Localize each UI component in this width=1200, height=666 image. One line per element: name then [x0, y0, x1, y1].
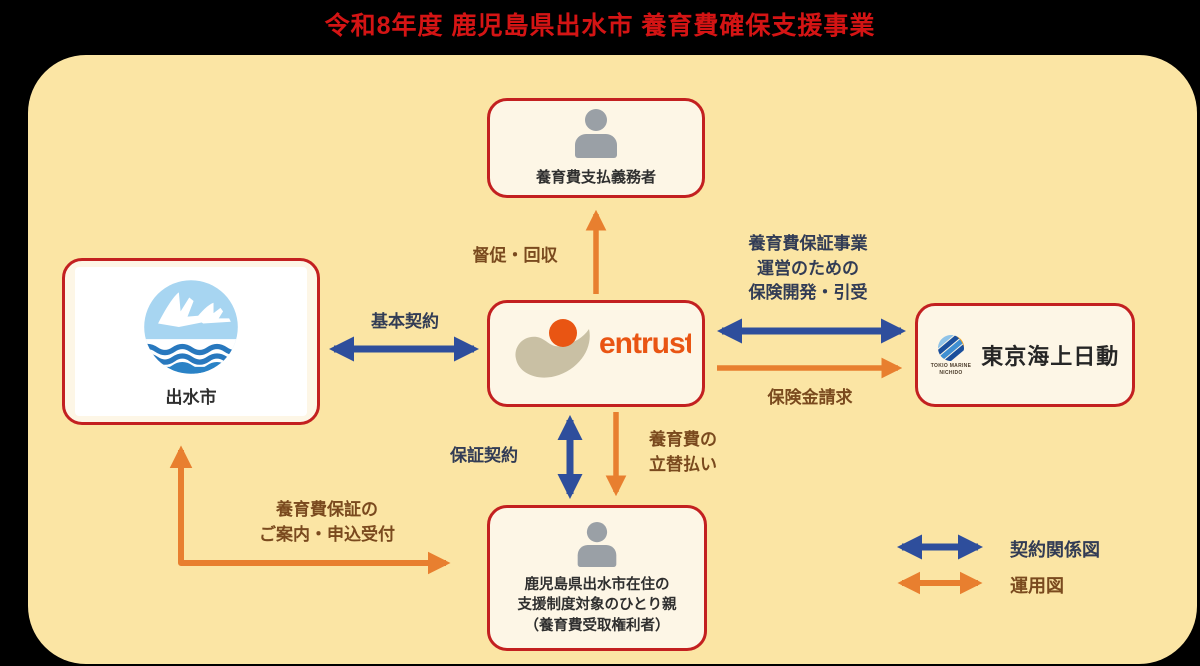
entrust-logo-dot — [549, 318, 577, 347]
edge-label-basic-contract: 基本契約 — [371, 312, 439, 331]
node-entrust: entrust — [487, 300, 705, 407]
edge-label-guarantee-contract: 保証契約 — [450, 446, 518, 465]
edge-label-guide-application: 養育費保証の ご案内・申込受付 — [259, 500, 395, 544]
page-title: 令和8年度 鹿児島県出水市 養育費確保支援事業 — [324, 12, 876, 40]
node-obligor: 養育費支払義務者 — [487, 98, 705, 198]
legend-operation-label: 運用図 — [1010, 576, 1064, 596]
person-icon — [577, 522, 617, 568]
edge-label-insurance-claim: 保険金請求 — [767, 388, 853, 407]
legend-contract-label: 契約関係図 — [1010, 540, 1100, 560]
crane-silhouette — [196, 302, 231, 324]
node-tokio-marine-label: 東京海上日動 — [981, 344, 1120, 369]
node-tokio-marine: TOKIO MARINE NICHIDO 東京海上日動 — [915, 303, 1135, 407]
node-single-parent-label: 鹿児島県出水市在住の 支援制度対象のひとり親 （養育費受取権利者） — [517, 577, 677, 634]
tokio-marine-logo-icon: TOKIO MARINE NICHIDO — [931, 332, 971, 378]
entrust-logo-text: entrust — [599, 327, 691, 360]
node-izumi-city-label: 出水市 — [165, 388, 217, 407]
node-single-parent: 鹿児島県出水市在住の 支援制度対象のひとり親 （養育費受取権利者） — [487, 505, 707, 651]
edge-label-insurance-dev: 養育費保証事業 運営のための 保険開発・引受 — [748, 234, 868, 303]
node-obligor-label: 養育費支払義務者 — [535, 169, 656, 186]
node-izumi-city: 出水市 — [62, 258, 320, 425]
person-icon — [575, 109, 617, 158]
edge-label-advance-payment: 養育費の 立替払い — [649, 430, 717, 474]
entrust-logo-swoosh — [515, 328, 590, 378]
crane-city-logo-icon — [144, 280, 238, 374]
entrust-logo: entrust — [515, 318, 691, 378]
izumi-logo-card: 出水市 — [75, 267, 307, 416]
edge-label-collection: 督促・回収 — [472, 246, 558, 265]
